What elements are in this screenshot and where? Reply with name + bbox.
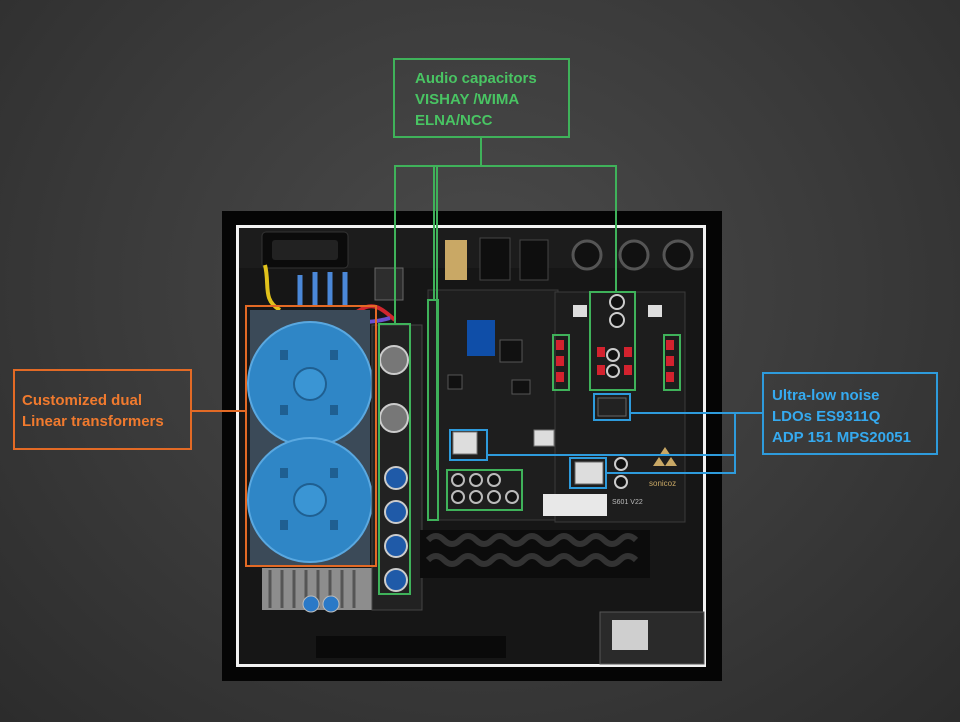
callout-line: LDOs ES9311Q — [772, 408, 881, 425]
callout-line: Customized dual — [22, 392, 143, 409]
audio-capacitors-callout: Audio capacitors VISHAY /WIMA ELNA/NCC — [393, 58, 570, 138]
relay — [648, 305, 662, 317]
callout-line: VISHAY /WIMA — [415, 91, 520, 108]
callout-line: Ultra-low noise — [772, 387, 880, 404]
ldos-callout: Ultra-low noise LDOs ES9311Q ADP 151 MPS… — [762, 372, 938, 455]
rear-jack — [479, 237, 511, 281]
psu-capacitor-column — [384, 466, 408, 592]
small-capacitor — [302, 595, 320, 613]
callout-line: ELNA/NCC — [415, 112, 493, 129]
ldo-leaders — [486, 412, 762, 474]
sonicoz-logo-icon — [653, 447, 677, 466]
connector-block — [612, 620, 648, 650]
transformers-callout: Customized dual Linear transformers — [13, 369, 192, 450]
psu-heatsink — [374, 267, 404, 301]
ic-chip — [511, 379, 531, 395]
transformer-highlight — [245, 305, 377, 567]
dac-chip — [499, 339, 523, 363]
filter-capacitor — [379, 403, 409, 433]
front-panel-board — [316, 636, 506, 658]
ldo-module — [452, 431, 478, 455]
ldo-module — [574, 461, 604, 485]
connector-white — [533, 429, 555, 447]
callout-line: ADP 151 MPS20051 — [772, 429, 911, 446]
capacitor — [614, 475, 628, 489]
small-capacitor — [322, 595, 340, 613]
filter-capacitor — [379, 345, 409, 375]
relay — [573, 305, 587, 317]
usb-module — [467, 320, 495, 356]
capacitor-leaders — [394, 138, 617, 470]
capacitor — [614, 457, 628, 471]
rear-jack — [519, 239, 549, 281]
wima-capacitors — [556, 340, 674, 382]
model-text: S601 V22 — [612, 499, 643, 506]
output-capacitors — [606, 294, 625, 378]
capacitor-cluster-lower — [451, 473, 519, 504]
wire-yellow — [263, 264, 282, 312]
ldo-chip — [597, 397, 627, 417]
serial-sticker — [543, 494, 607, 516]
callout-line: Audio capacitors — [415, 70, 537, 87]
connector-gold — [445, 240, 467, 280]
xlr-connectors — [571, 239, 694, 271]
callout-line: Linear transformers — [22, 413, 164, 430]
ic-chip — [447, 374, 463, 390]
power-inlet-socket — [272, 240, 338, 260]
brand-text: sonicoz — [649, 479, 676, 488]
